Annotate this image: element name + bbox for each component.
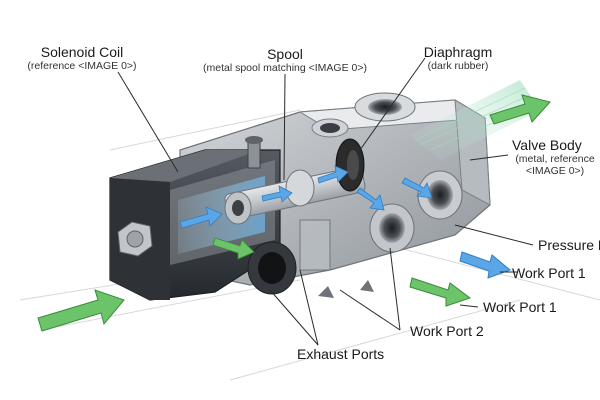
inlet-arrow-green: [37, 289, 125, 332]
valve-body-subtitle-1: (metal, reference: [515, 153, 595, 165]
label-exhaust-ports: Exhaust Ports: [297, 346, 407, 362]
label-pressure-port: Pressure P: [538, 237, 600, 253]
label-work-port-1-lower: Work Port 1: [483, 299, 583, 315]
valve-body-subtitle-2: <IMAGE 0>): [525, 165, 585, 177]
label-work-port-2: Work Port 2: [410, 323, 510, 339]
diaphragm-title: Diaphragm: [423, 44, 493, 60]
work-port-1-upper-title: Work Port 1: [512, 265, 586, 281]
spool-shape: [224, 166, 366, 225]
solenoid-coil-title: Solenoid Coil: [40, 44, 124, 60]
exhaust-ports-title: Exhaust Ports: [297, 346, 385, 362]
spool-title: Spool: [267, 46, 303, 62]
diaphragm-shape: [335, 138, 365, 192]
label-valve-body: Valve Body (metal, reference <IMAGE 0>): [512, 137, 598, 177]
outlet-arrow-green-top: [489, 94, 551, 125]
label-spool: Spool (metal spool matching <IMAGE 0>): [195, 46, 375, 74]
work-port-arrow-green: [409, 277, 472, 307]
ports-shape: [247, 170, 463, 295]
small-gray-arrows: [318, 280, 374, 298]
pressure-port-title: Pressure P: [538, 237, 600, 253]
internal-flow-arrows: [179, 165, 433, 229]
work-port-1-lower-title: Work Port 1: [483, 299, 557, 315]
solenoid-coil-subtitle: (reference <IMAGE 0>): [27, 60, 137, 72]
label-diaphragm: Diaphragm (dark rubber): [408, 44, 508, 72]
leader-lines: [117, 57, 534, 346]
spool-subtitle: (metal spool matching <IMAGE 0>): [203, 62, 367, 74]
small-green-arrow: [212, 237, 255, 260]
diaphragm-subtitle: (dark rubber): [427, 60, 489, 72]
work-port-arrow-blue: [459, 251, 511, 279]
label-work-port-1-upper: Work Port 1: [512, 265, 600, 281]
label-solenoid-coil: Solenoid Coil (reference <IMAGE 0>): [12, 44, 152, 72]
valve-body-title: Valve Body: [512, 137, 582, 153]
work-port-2-title: Work Port 2: [410, 323, 484, 339]
